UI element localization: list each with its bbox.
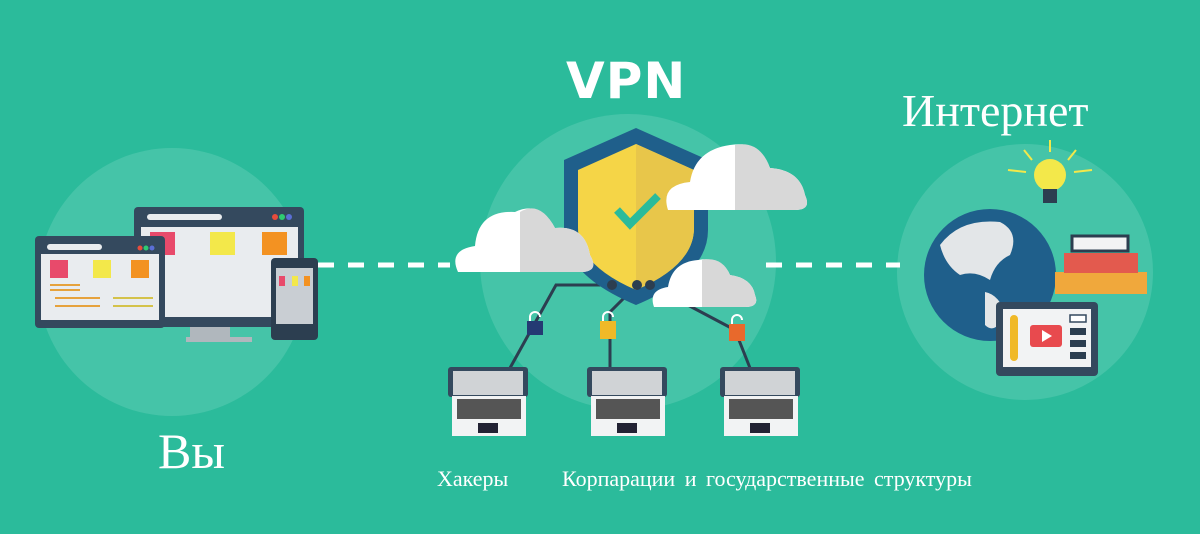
cloud-bottom-icon xyxy=(652,259,757,307)
lightbulb-icon xyxy=(1007,140,1093,203)
cloud-left-icon xyxy=(455,208,594,272)
lock-orange-icon xyxy=(729,314,745,341)
hackers-label: Хакеры xyxy=(437,466,509,491)
lock-yellow-icon xyxy=(600,311,616,339)
video-tablet-icon xyxy=(996,302,1098,376)
lock-blue-icon xyxy=(527,311,543,335)
laptop-hackers-icon xyxy=(448,367,528,436)
laptop-corp-2-icon xyxy=(720,367,800,436)
vpn-title: VPN xyxy=(566,52,687,110)
devices-icon xyxy=(35,207,318,342)
corporations-label: Корпарации и государственные структуры xyxy=(562,466,972,491)
books-icon xyxy=(1055,234,1147,294)
you-label: Вы xyxy=(158,423,225,479)
cloud-right-icon xyxy=(666,144,808,210)
internet-label: Интернет xyxy=(902,85,1089,136)
shield-check-icon xyxy=(564,128,708,305)
laptop-corp-1-icon xyxy=(587,367,667,436)
